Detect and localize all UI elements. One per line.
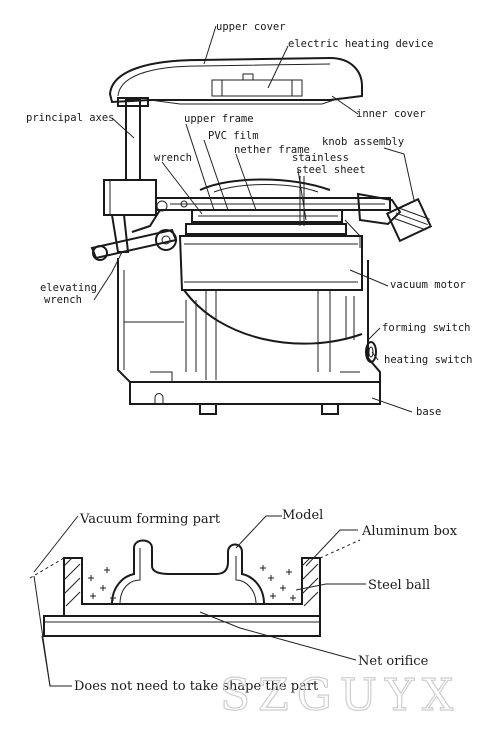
label-wrench: wrench	[154, 152, 192, 164]
label-steel-ball: Steel ball	[368, 578, 430, 593]
label-steel-sheet: steel sheet	[296, 164, 366, 176]
housing-shape	[117, 258, 381, 415]
label-knob-assembly: knob assembly	[322, 136, 404, 148]
label-upper-frame: upper frame	[184, 113, 254, 125]
label-nether-frame: nether frame	[234, 144, 310, 156]
label-base: base	[416, 406, 441, 418]
upper-cover-shape	[108, 56, 363, 105]
label-heating-switch: heating switch	[384, 354, 473, 366]
label-elevating: elevating	[40, 282, 97, 294]
label-electric-heating-device: electric heating device	[288, 38, 433, 50]
frame-assembly-shape	[131, 176, 391, 235]
label-principal-axes: principal axes	[26, 112, 115, 124]
label-does-not-need: Does not need to take shape the part	[74, 679, 319, 694]
knob-assembly-shape	[344, 192, 433, 248]
label-stainless: stainless	[292, 152, 349, 164]
wall-hatch	[63, 557, 319, 607]
label-inner-cover: inner cover	[356, 108, 426, 120]
vacuum-chamber-shape	[178, 235, 363, 380]
elevating-wrench-shape	[90, 214, 178, 261]
watermark-text: SZGUYX	[220, 670, 461, 721]
model-shape	[111, 539, 265, 605]
label-aluminum-box: Aluminum box	[361, 524, 458, 539]
machine-drawing: upper cover electric heating device inne…	[26, 21, 473, 418]
label-vacuum-motor: vacuum motor	[390, 279, 466, 291]
label-elevating-wrench: wrench	[44, 294, 82, 306]
label-vacuum-forming-part: Vacuum forming part	[79, 512, 221, 527]
label-net-orifice: Net orifice	[358, 654, 429, 669]
label-forming-switch: forming switch	[382, 322, 471, 334]
aluminum-box-shape	[63, 557, 321, 617]
label-pvc-film: PVC film	[208, 130, 259, 142]
label-model: Model	[282, 508, 323, 523]
leader-lines	[93, 25, 415, 413]
base-plate-shape	[43, 615, 321, 637]
steel-ball-fill	[88, 565, 296, 601]
label-upper-cover: upper cover	[216, 21, 286, 33]
section-leader-lines	[33, 515, 366, 687]
cross-section-drawing: Vacuum forming part Model Aluminum box S…	[29, 508, 458, 694]
